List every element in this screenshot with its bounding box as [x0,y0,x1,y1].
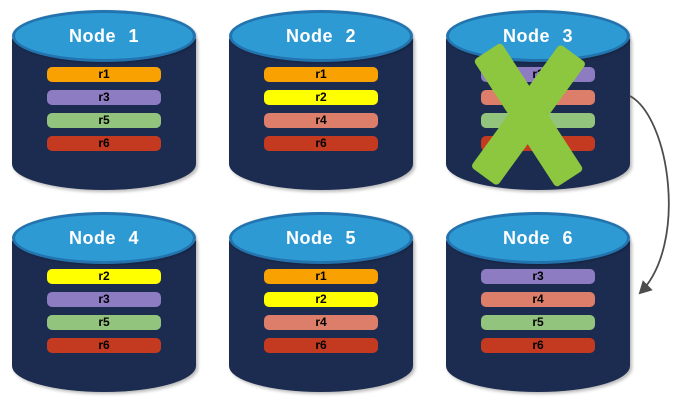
replica-list: r1 r2 r4 r6 [264,67,378,151]
replica-bar: r6 [264,136,378,151]
replica-bar: r6 [47,136,161,151]
cylinder-top: Node 6 [446,212,630,264]
cylinder-top: Node 1 [12,10,196,62]
database-node: Node 2 r1 r2 r4 r6 [229,10,413,190]
database-node: Node 5 r1 r2 r4 r6 [229,212,413,392]
node-title: Node 5 [285,227,356,248]
database-node: Node 6 r3 r4 r5 r6 [446,212,630,392]
cylinder-top: Node 3 [446,10,630,62]
cylinder-top: Node 2 [229,10,413,62]
replica-bar: r3 [481,67,595,82]
replica-bar: r6 [47,338,161,353]
replica-bar: r1 [264,269,378,284]
replica-bar: r5 [47,113,161,128]
replica-bar: r2 [264,90,378,105]
replica-bar: r3 [47,292,161,307]
database-node: Node 4 r2 r3 r5 r6 [12,212,196,392]
replica-bar: r5 [481,315,595,330]
node-title: Node 2 [285,25,356,46]
replica-bar: r1 [264,67,378,82]
replica-bar: r6 [264,338,378,353]
failover-arrow-path [629,95,670,295]
replica-list: r3 r4 r5 r6 [481,269,595,353]
replica-bar [481,113,595,128]
node-title: Node 6 [502,227,573,248]
replica-bar: r3 [481,269,595,284]
replica-bar: r4 [264,113,378,128]
replica-bar: r1 [47,67,161,82]
database-node: Node 3 r3 [446,10,630,190]
replica-bar: r6 [481,338,595,353]
replica-bar [481,136,595,151]
replica-bar: r2 [47,269,161,284]
replica-list: r1 r3 r5 r6 [47,67,161,151]
replica-bar: r4 [481,292,595,307]
cylinder-top: Node 5 [229,212,413,264]
replica-bar [481,90,595,105]
node-title: Node 3 [502,25,573,46]
node-title: Node 4 [68,227,139,248]
replica-bar: r2 [264,292,378,307]
cylinder-top: Node 4 [12,212,196,264]
node-grid: Node 1 r1 r3 r5 r6 Node 2 r1 r2 r4 r6 Node 3 r… [12,10,630,392]
replica-list: r2 r3 r5 r6 [47,269,161,353]
replica-bar: r5 [47,315,161,330]
node-title: Node 1 [68,25,139,46]
replica-bar: r4 [264,315,378,330]
replica-bar: r3 [47,90,161,105]
replica-list: r3 [481,67,595,151]
database-node: Node 1 r1 r3 r5 r6 [12,10,196,190]
replica-list: r1 r2 r4 r6 [264,269,378,353]
